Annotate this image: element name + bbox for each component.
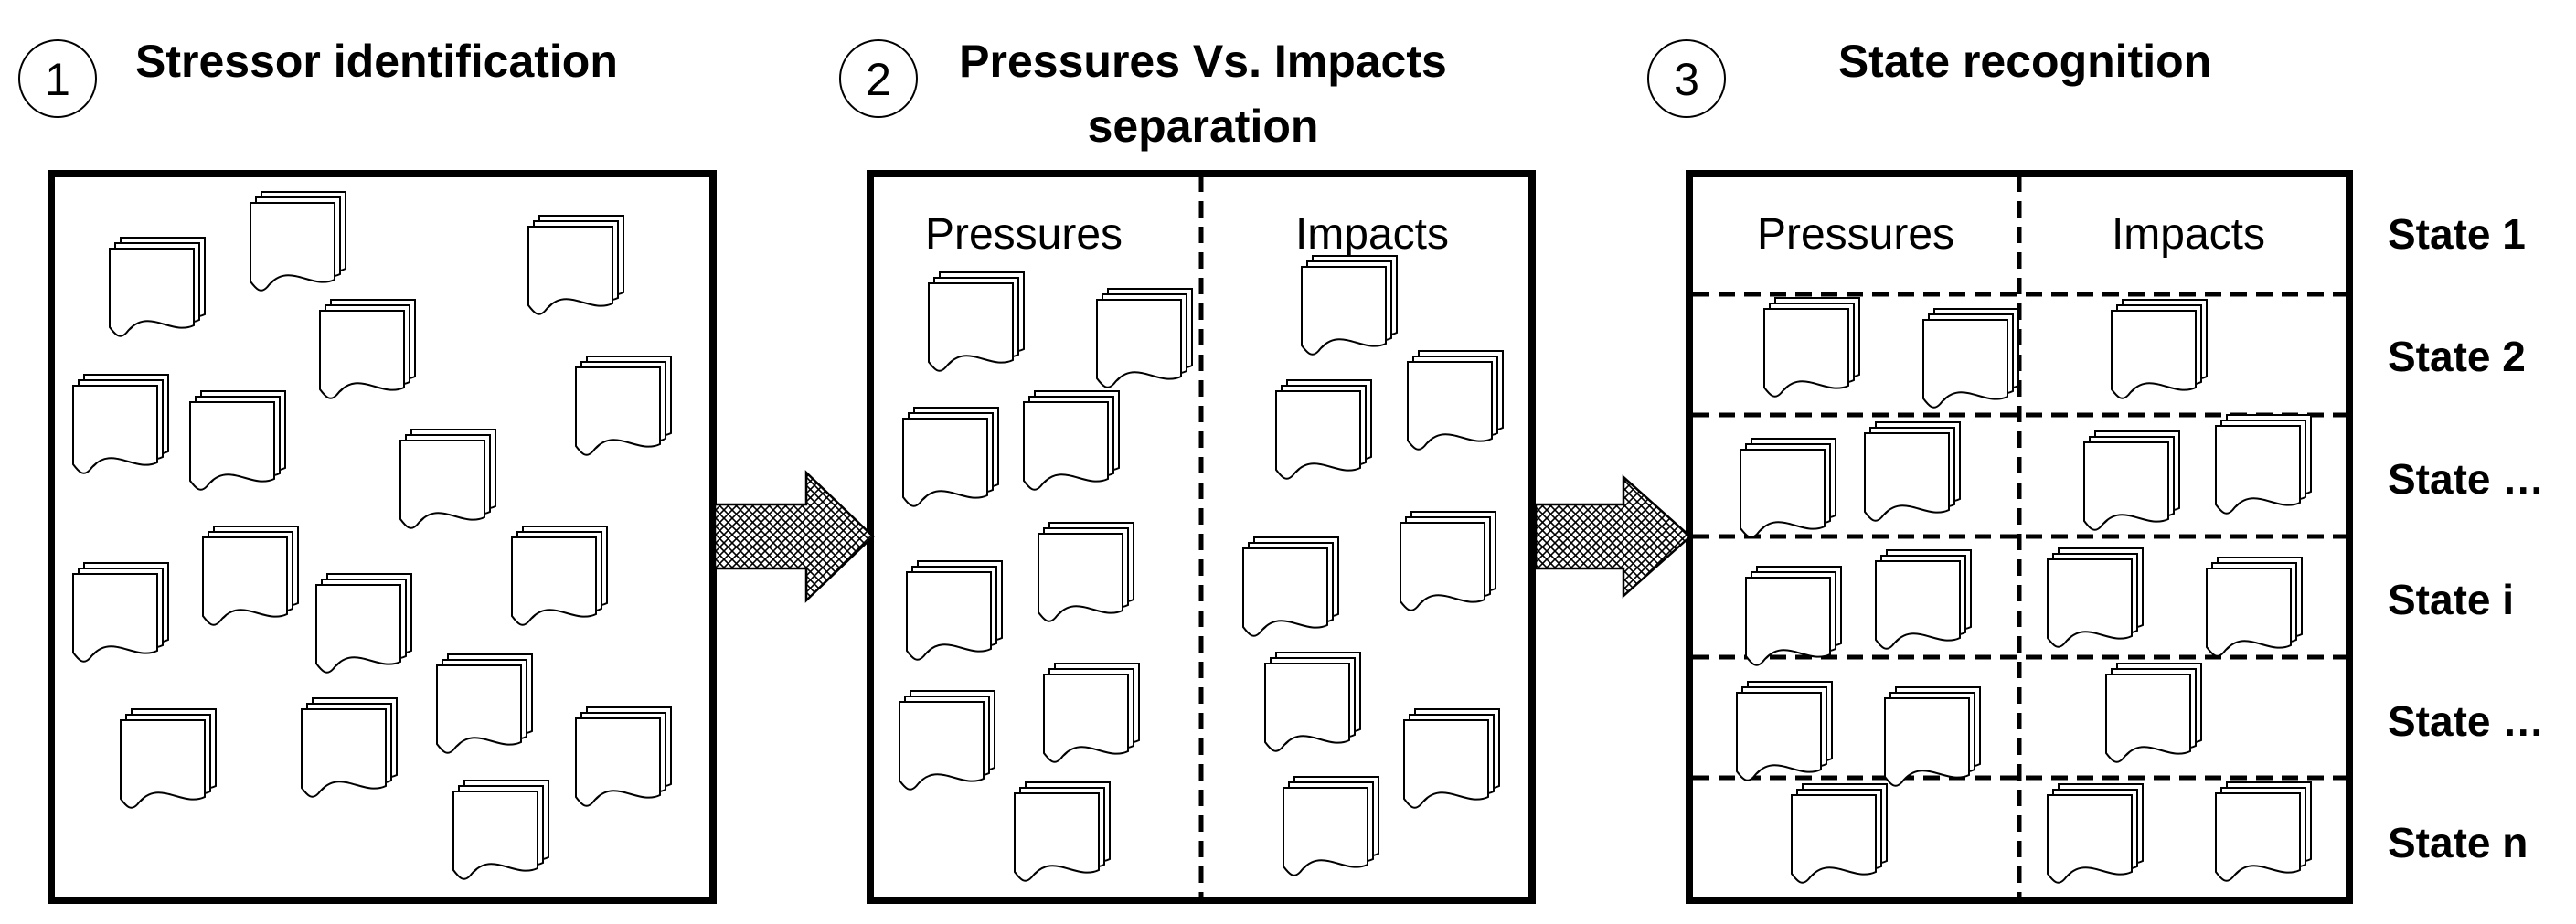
panel-state-recognition: Pressures Impacts: [1686, 170, 2353, 904]
document-stack-icon: [1242, 536, 1339, 637]
document-stack-icon: [1403, 708, 1500, 809]
document-stack-icon: [2105, 663, 2202, 763]
document-stack-icon: [120, 708, 217, 809]
document-stack-icon: [2215, 414, 2312, 515]
step-3-header: 3 State recognition: [1647, 36, 2211, 118]
document-stack-icon: [1884, 686, 1981, 787]
step-2-title-line-2: separation: [1088, 101, 1319, 152]
document-stack-icon: [72, 374, 169, 474]
document-stack-icon: [452, 780, 549, 880]
document-stack-icon: [928, 271, 1025, 372]
document-stack-icon: [1275, 379, 1372, 480]
document-stack-icon: [1875, 549, 1972, 650]
panel-1-frame: [48, 170, 717, 904]
document-stack-icon: [1096, 288, 1193, 388]
panel-3-pressures-label: Pressures: [1757, 210, 1954, 259]
state-label: State 2: [2388, 333, 2526, 380]
document-stack-icon: [2047, 783, 2144, 884]
step-1-number: 1: [45, 54, 70, 105]
step-2-header: 2 Pressures Vs. Impacts separation: [839, 36, 1447, 152]
document-stack-icon: [301, 697, 398, 798]
step-2-title-line-1: Pressures Vs. Impacts: [959, 36, 1447, 87]
document-stack-icon: [1922, 308, 2019, 409]
document-stack-icon: [2047, 547, 2144, 648]
panel-stressor-identification: [48, 170, 717, 904]
step-3-number-circle: [1647, 39, 1726, 118]
document-stack-icon: [1745, 566, 1842, 666]
document-stack-icon: [2111, 299, 2208, 399]
panel-pressures-impacts-separation: Pressures Impacts: [867, 170, 1536, 904]
document-stack-icon: [527, 215, 624, 315]
document-stack-icon: [902, 407, 999, 507]
document-stack-icon: [250, 191, 346, 292]
step-3-title: State recognition: [1838, 36, 2211, 87]
panel-3-impacts-label: Impacts: [2112, 210, 2265, 259]
state-label: State i: [2388, 576, 2514, 623]
step-3-number: 3: [1674, 54, 1699, 105]
document-stack-icon: [2083, 430, 2180, 531]
state-labels: State 1 State 2 State … State i State … …: [2388, 210, 2544, 866]
document-stack-icon: [1283, 776, 1379, 876]
document-stack-icon: [906, 560, 1003, 661]
document-stack-icon: [2206, 557, 2303, 657]
step-1-header: 1 Stressor identification: [18, 36, 618, 118]
document-stack-icon: [1736, 681, 1833, 781]
document-stack-icon: [1864, 421, 1961, 522]
document-stack-icon: [202, 526, 299, 626]
document-stack-icon: [189, 390, 286, 491]
document-stack-icon: [315, 573, 412, 674]
hatched-right-arrow-icon: [1534, 474, 1692, 599]
document-stack-icon: [109, 237, 206, 337]
state-label: State …: [2388, 455, 2544, 503]
step-1-title: Stressor identification: [135, 36, 618, 87]
document-stack-icon: [72, 562, 169, 663]
panel-2-impacts-label: Impacts: [1295, 210, 1449, 259]
state-label: State n: [2388, 819, 2528, 866]
step-2-number: 2: [866, 54, 891, 105]
document-stack-icon: [1038, 522, 1134, 622]
document-stack-icon: [1264, 652, 1361, 752]
step-2-number-circle: [839, 39, 918, 118]
document-stack-icon: [1400, 511, 1496, 611]
document-stack-icon: [1043, 663, 1140, 763]
hatched-right-arrow-icon: [713, 470, 875, 603]
document-stack-icon: [511, 526, 608, 626]
document-stack-icon: [575, 706, 672, 807]
document-stack-icon: [319, 299, 416, 399]
document-stack-icon: [1407, 350, 1504, 451]
panel-3-documents: [1736, 297, 2312, 884]
document-stack-icon: [1740, 438, 1836, 538]
document-stack-icon: [1014, 781, 1111, 882]
state-label: State …: [2388, 697, 2544, 745]
document-stack-icon: [436, 653, 533, 754]
document-stack-icon: [2215, 781, 2312, 882]
panel-2-documents: [899, 255, 1504, 882]
document-stack-icon: [899, 690, 995, 791]
panel-2-pressures-label: Pressures: [925, 210, 1123, 259]
document-stack-icon: [1301, 255, 1398, 356]
document-stack-icon: [1791, 783, 1888, 884]
state-label: State 1: [2388, 210, 2526, 258]
document-stack-icon: [575, 356, 672, 456]
document-stack-icon: [399, 429, 496, 529]
document-stack-icon: [1763, 297, 1860, 398]
panel-1-documents: [72, 191, 672, 880]
document-stack-icon: [1023, 390, 1120, 491]
step-1-number-circle: [18, 39, 97, 118]
